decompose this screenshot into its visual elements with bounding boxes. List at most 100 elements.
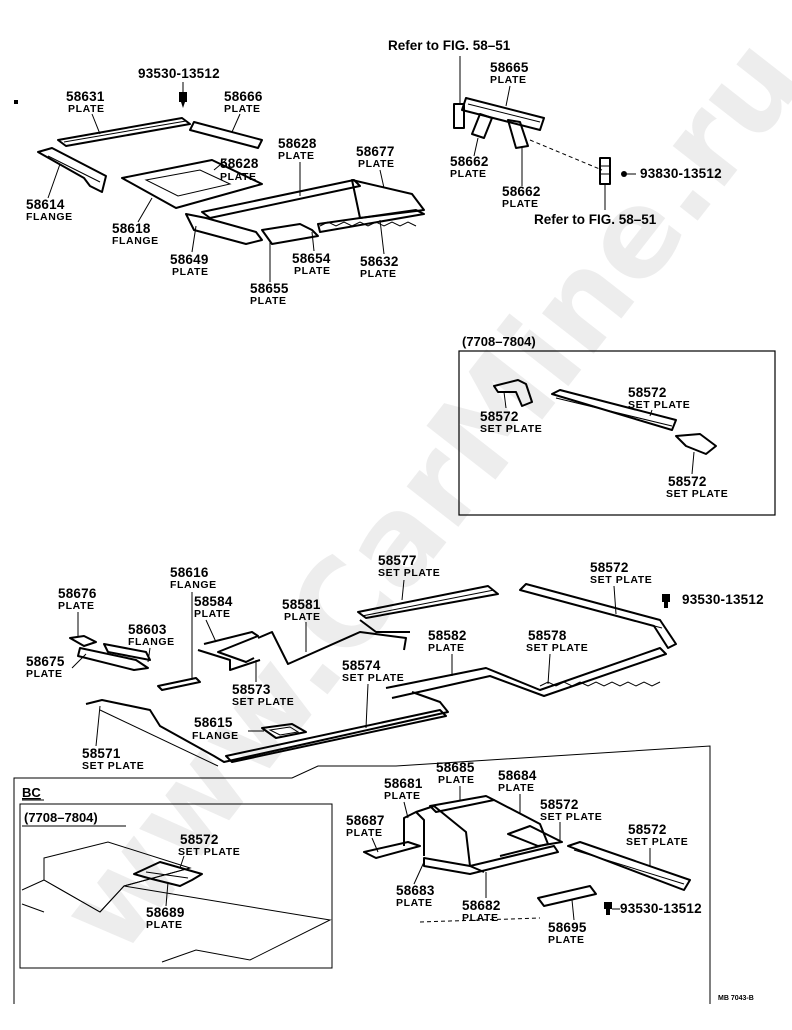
- callout-c24-desc: SET PLATE: [590, 574, 652, 586]
- callout-c13-desc: PLATE: [490, 74, 527, 86]
- part-58572-right-bracket: [675, 433, 717, 455]
- part-58572-bc-bracket: [507, 825, 563, 847]
- callout-c46-num: 58695: [548, 920, 587, 935]
- callout-c34-num: 58571: [82, 746, 121, 761]
- callout-c27-desc: PLATE: [284, 611, 321, 623]
- callout-c31-num: 58574: [342, 658, 381, 673]
- callout-c08-desc: FLANGE: [112, 235, 159, 247]
- part-58689: [133, 861, 203, 887]
- callout-c46-desc: PLATE: [548, 934, 585, 946]
- callout-c30-num: 58578: [528, 628, 567, 643]
- part-58665: [461, 97, 545, 131]
- callout-c32-num: 58573: [232, 682, 271, 697]
- callout-c31-desc: SET PLATE: [342, 672, 404, 684]
- callout-c04-num: 58628: [220, 156, 259, 171]
- callout-c38-desc: SET PLATE: [540, 811, 602, 823]
- bc-label: BC: [22, 785, 41, 800]
- callout-c36-desc: PLATE: [384, 790, 421, 802]
- callout-c28-num: 58675: [26, 654, 65, 669]
- top-right-assembly: [453, 97, 636, 185]
- callout-c34-desc: SET PLATE: [82, 760, 144, 772]
- callout-c23-desc: SET PLATE: [378, 567, 440, 579]
- callout-c03-num: 58666: [224, 89, 263, 104]
- callout-c17-desc: SET PLATE: [480, 423, 542, 435]
- part-58662-a: [471, 113, 493, 139]
- callout-c30-desc: SET PLATE: [526, 642, 588, 654]
- part-58584: [203, 631, 259, 663]
- callout-c06-desc: PLATE: [358, 158, 395, 170]
- part-58582: [385, 647, 667, 699]
- part-58603: [103, 643, 151, 661]
- part-58572-bc-long: [567, 841, 691, 891]
- callout-c18-desc: SET PLATE: [628, 399, 690, 411]
- main-floor-labels: 58676 PLATE 58616 FLANGE 58584 PLATE 585…: [26, 553, 764, 772]
- callout-c37-num: 58684: [498, 768, 537, 783]
- callout-c42-num: 58683: [396, 883, 435, 898]
- callout-c12-desc: PLATE: [250, 295, 287, 307]
- sheet-code: MB 7043-B: [718, 995, 754, 1002]
- bc-date-header: (7708–7804): [24, 810, 98, 825]
- part-58649: [185, 213, 263, 245]
- callout-c26-desc: FLANGE: [128, 636, 175, 648]
- date-box-header: (7708–7804): [462, 334, 536, 349]
- callout-c32-desc: SET PLATE: [232, 696, 294, 708]
- bc-right-labels: 58685 PLATE 58681 PLATE 58684 PLATE 5857…: [346, 760, 754, 1002]
- callout-c39-desc: PLATE: [346, 827, 383, 839]
- callout-c27-num: 58581: [282, 597, 321, 612]
- callout-c25-num: 93530-13512: [682, 592, 764, 607]
- date-box: (7708–7804) 58572 SET PLATE 58572 SET PL…: [458, 334, 776, 516]
- main-floor-assembly: [69, 583, 677, 767]
- part-58571: [85, 691, 449, 763]
- callout-c09-num: 58649: [170, 252, 209, 267]
- callout-c41-num: 58572: [628, 822, 667, 837]
- callout-c44-num: 93530-13512: [620, 901, 702, 916]
- part-58614: [37, 147, 107, 193]
- callout-c05-num: 58628: [278, 136, 317, 151]
- callout-c18-num: 58572: [628, 385, 667, 400]
- bolt-icon: [604, 902, 612, 915]
- callout-c45-num: 58689: [146, 905, 185, 920]
- callout-c28-desc: PLATE: [26, 668, 63, 680]
- callout-c15-desc: PLATE: [502, 198, 539, 210]
- callout-c21-desc: FLANGE: [170, 579, 217, 591]
- top-left-leaders: [47, 82, 385, 282]
- callout-c33-num: 58615: [194, 715, 233, 730]
- callout-c45-desc: PLATE: [146, 919, 183, 931]
- callout-c01-num: 93530-13512: [138, 66, 220, 81]
- reference-bottom: Refer to FIG. 58–51: [534, 212, 657, 227]
- callout-c37-desc: PLATE: [498, 782, 535, 794]
- callout-c09-desc: PLATE: [172, 266, 209, 278]
- part-58632: [319, 221, 417, 227]
- top-left-labels: 93530-13512 58631 PLATE 58666 PLATE 5862…: [26, 66, 398, 307]
- callout-c15-num: 58662: [502, 184, 541, 199]
- callout-c22-desc: PLATE: [194, 608, 231, 620]
- callout-c10-num: 58654: [292, 251, 331, 266]
- callout-c45-desc-alt: SET PLATE: [178, 846, 240, 858]
- callout-c16-num: 93830-13512: [640, 166, 722, 181]
- callout-c43-num: 58682: [462, 898, 501, 913]
- callout-c22-num: 58584: [194, 594, 233, 609]
- part-58675: [77, 647, 149, 671]
- bc-right-leaders: [371, 786, 651, 921]
- callout-c29-num: 58582: [428, 628, 467, 643]
- part-58662-b: [507, 119, 529, 149]
- callout-c10-desc: PLATE: [294, 265, 331, 277]
- callout-c45-num-alt: 58572: [180, 832, 219, 847]
- callout-c42-desc: PLATE: [396, 897, 433, 909]
- callout-c38-num: 58572: [540, 797, 579, 812]
- callout-c17-num: 58572: [480, 409, 519, 424]
- callout-c21-num: 58616: [170, 565, 209, 580]
- part-58577-drop: [359, 619, 410, 633]
- callout-c20-num: 58676: [58, 586, 97, 601]
- part-58628: [201, 179, 361, 219]
- callout-c11-desc: PLATE: [360, 268, 397, 280]
- part-ref-bracket-top: [453, 103, 465, 129]
- callout-c03-desc: PLATE: [224, 103, 261, 115]
- part-58616: [157, 677, 201, 691]
- part-58615: [261, 723, 307, 739]
- callout-c14-desc: PLATE: [450, 168, 487, 180]
- callout-c24-num: 58572: [590, 560, 629, 575]
- part-58683: [415, 805, 485, 873]
